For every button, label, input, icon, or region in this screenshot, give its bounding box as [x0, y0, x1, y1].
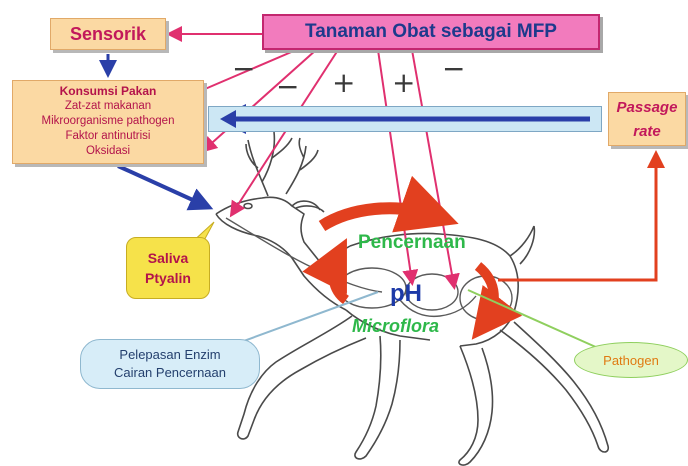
effect-sign: +: [392, 66, 415, 99]
effect-sign: −: [442, 52, 465, 85]
effect-sign: −: [232, 52, 255, 85]
microflora-label: Microflora: [352, 316, 439, 337]
pathogen-text: Pathogen: [603, 353, 659, 368]
saliva-callout: Saliva Ptyalin: [126, 237, 210, 299]
pelepasan-line1: Pelepasan Enzim: [81, 346, 259, 364]
saliva-line2: Ptyalin: [127, 268, 209, 288]
effect-sign: +: [332, 66, 355, 99]
pencernaan-label: Pencernaan: [358, 232, 466, 254]
pelepasan-line2: Cairan Pencernaan: [81, 364, 259, 382]
pelepasan-enzim-callout: Pelepasan Enzim Cairan Pencernaan: [80, 339, 260, 389]
ph-label: pH: [390, 280, 422, 308]
pathogen-callout: Pathogen: [574, 342, 688, 378]
effect-sign: −: [276, 70, 299, 103]
saliva-line1: Saliva: [127, 248, 209, 268]
